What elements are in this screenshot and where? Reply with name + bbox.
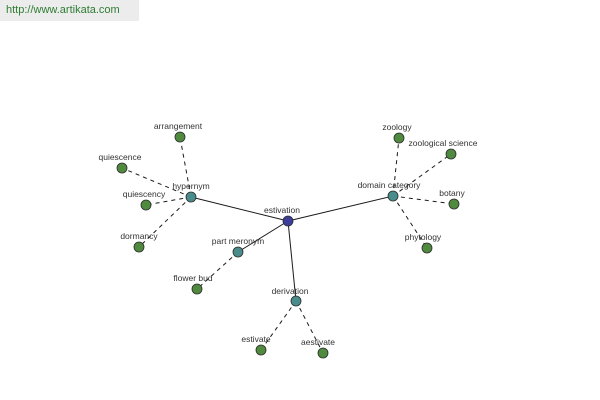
label-derivation: derivation: [272, 286, 309, 296]
edge-estivation-domain-category: [287, 195, 394, 222]
node-estivation[interactable]: [282, 215, 294, 227]
label-estivation: estivation: [264, 205, 300, 215]
node-quiescency[interactable]: [140, 199, 152, 211]
edge-domain-category-zoological-science: [392, 153, 452, 197]
edge-estivation-part-meronym: [237, 220, 289, 253]
node-flower-bud[interactable]: [191, 283, 203, 295]
node-zoology[interactable]: [393, 132, 405, 144]
label-phytology: phytology: [405, 232, 442, 242]
label-dormancy: dormancy: [120, 231, 158, 241]
node-hypernym[interactable]: [185, 191, 197, 203]
label-zoological-science: zoological science: [409, 138, 478, 148]
label-estivate: estivate: [241, 334, 271, 344]
node-domain-category[interactable]: [387, 190, 399, 202]
site-url-link[interactable]: http://www.artikata.com: [0, 0, 139, 21]
node-quiescence[interactable]: [116, 162, 128, 174]
node-estivate[interactable]: [255, 344, 267, 356]
label-quiescence: quiescence: [98, 152, 141, 162]
label-flower-bud: flower bud: [173, 273, 212, 283]
edge-derivation-estivate: [260, 300, 297, 351]
graph-labels: estivation hypernym arrangement quiescence q…: [98, 121, 477, 347]
node-derivation[interactable]: [290, 295, 302, 307]
label-part-meronym: part meronym: [212, 236, 264, 246]
edge-part-meronym-flower-bud: [196, 251, 239, 290]
label-aestivate: aestivate: [301, 337, 335, 347]
node-aestivate[interactable]: [317, 347, 329, 359]
label-zoology: zoology: [382, 122, 412, 132]
label-hypernym: hypernym: [172, 181, 209, 191]
label-arrangement: arrangement: [154, 121, 203, 131]
edge-domain-category-zoology: [392, 137, 400, 197]
node-part-meronym[interactable]: [232, 246, 244, 258]
edge-domain-category-phytology: [392, 195, 428, 249]
graph-nodes: [116, 131, 460, 359]
edge-domain-category-botany: [392, 195, 455, 205]
label-domain-category: domain category: [358, 180, 422, 190]
node-phytology[interactable]: [421, 242, 433, 254]
label-quiescency: quiescency: [123, 189, 166, 199]
node-dormancy[interactable]: [133, 241, 145, 253]
graph-edges: [121, 136, 455, 354]
edge-hypernym-arrangement: [179, 136, 192, 198]
edge-estivation-derivation: [287, 220, 297, 302]
node-zoological-science[interactable]: [445, 148, 457, 160]
node-arrangement[interactable]: [174, 131, 186, 143]
label-botany: botany: [439, 188, 465, 198]
edge-derivation-aestivate: [295, 300, 324, 354]
node-botany[interactable]: [448, 198, 460, 210]
edge-estivation-hypernym: [190, 196, 289, 222]
